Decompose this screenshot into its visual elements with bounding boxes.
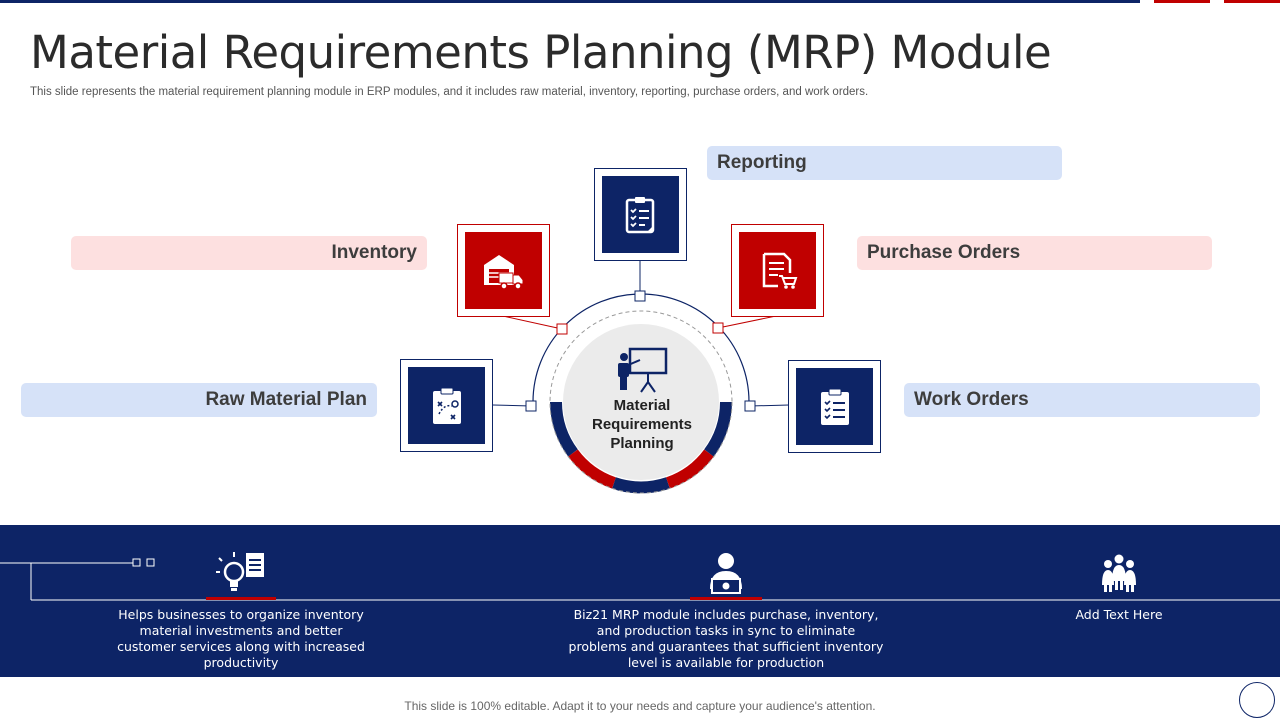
presentation-board-icon [618, 347, 668, 393]
top-accent-line [0, 0, 1140, 3]
band-underline-2 [690, 597, 762, 600]
label-inventory: Inventory [71, 236, 427, 270]
corner-circle-decoration [1239, 682, 1275, 718]
label-raw-material-plan: Raw Material Plan [21, 383, 377, 417]
center-disc [563, 324, 719, 480]
reporting-icon-tile [594, 168, 687, 261]
connector-inventory [502, 315, 563, 330]
top-red-accent-1 [1154, 0, 1210, 3]
connector-purchase [717, 315, 777, 329]
team-icon [1102, 554, 1136, 592]
label-work-orders: Work Orders [904, 383, 1260, 417]
center-label: Material Requirements Planning [591, 397, 693, 452]
node-work-orders [744, 400, 756, 412]
node-raw-material [525, 400, 537, 412]
ring-segment-navy-bottom [612, 477, 670, 494]
idea-document-icon [216, 552, 264, 591]
slide-subtitle: This slide represents the material requi… [30, 86, 869, 98]
node-inventory [556, 323, 568, 335]
work-orders-icon-tile [788, 360, 881, 453]
band-lines [0, 558, 1280, 601]
band-underline-1 [206, 597, 276, 600]
footer-note: This slide is 100% editable. Adapt it to… [404, 699, 876, 713]
ring-segment-red-right [665, 449, 714, 489]
ring-segment-navy-left [550, 401, 578, 457]
inventory-icon-tile [457, 224, 550, 317]
label-reporting: Reporting [707, 146, 1062, 180]
connector-work-orders [749, 404, 790, 407]
dashed-circle [549, 310, 733, 494]
band-text-3: Add Text Here [1075, 607, 1163, 622]
slide-title: Material Requirements Planning (MRP) Mod… [30, 26, 1052, 79]
node-reporting [634, 290, 646, 302]
connector-raw-material [492, 404, 532, 407]
clipboard-plan-icon [432, 387, 461, 424]
warehouse-truck-icon [483, 254, 523, 290]
person-money-icon [710, 553, 742, 594]
clipboard-checklist-icon [625, 196, 654, 233]
band-text-2: Biz21 MRP module includes purchase, inve… [568, 607, 884, 670]
clipboard-list-icon [820, 388, 849, 425]
top-red-accent-2 [1224, 0, 1280, 3]
label-purchase-orders: Purchase Orders [857, 236, 1212, 270]
raw-material-icon-tile [400, 359, 493, 452]
node-purchase [712, 322, 724, 334]
ring-segment-red-left [568, 449, 617, 489]
band-text-1: Helps businesses to organize inventory m… [117, 607, 365, 670]
purchase-orders-icon-tile [731, 224, 824, 317]
document-cart-icon [762, 252, 797, 289]
ring-segment-navy-right [704, 401, 732, 457]
bottom-info-band: Helps businesses to organize inventory m… [0, 525, 1280, 677]
